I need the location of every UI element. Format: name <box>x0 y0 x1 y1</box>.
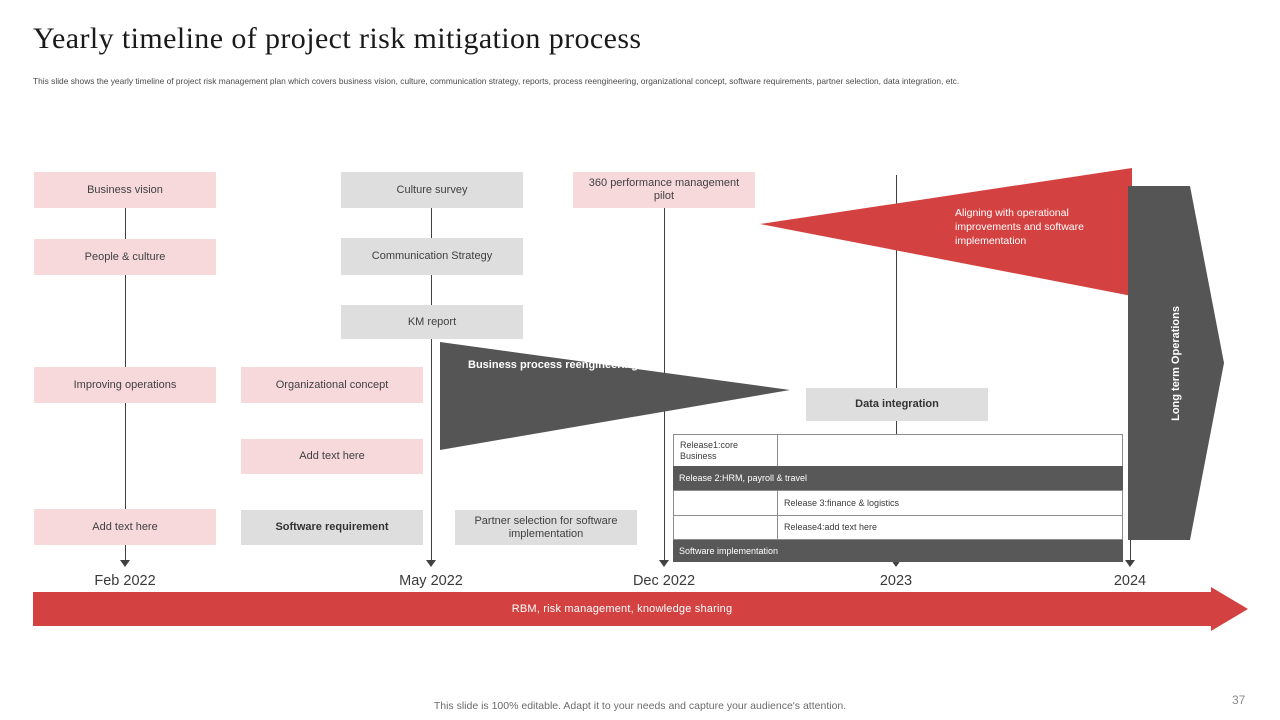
table-row[interactable]: Release 3:finance & logistics <box>673 490 1123 515</box>
tick-arrow-2023 <box>891 560 901 567</box>
tick-arrow-feb <box>120 560 130 567</box>
milestone-label: Communication Strategy <box>371 250 493 262</box>
table-row[interactable]: Release4:add text here <box>673 515 1123 540</box>
milestone-partner-selection[interactable]: Partner selection for software implement… <box>455 510 637 545</box>
page-number: 37 <box>1232 693 1246 707</box>
connector-line-2023 <box>896 175 897 560</box>
milestone-add-text-here-may[interactable]: Add text here <box>241 439 423 474</box>
milestone-software-requirement[interactable]: Software requirement <box>241 510 423 545</box>
milestone-business-vision[interactable]: Business vision <box>34 172 216 208</box>
footer-note: This slide is 100% editable. Adapt it to… <box>433 700 847 712</box>
table-cell-release-detail <box>778 435 1122 466</box>
connector-line-may <box>431 205 432 560</box>
table-cell-release-name: Software implementation <box>679 545 779 556</box>
table-cell-release-name <box>674 516 778 539</box>
table-cell-release-name: Release 2:HRM, payroll & travel <box>679 472 808 483</box>
milestone-label: 360 performance management pilot <box>588 177 740 202</box>
milestone-improving-operations[interactable]: Improving operations <box>34 367 216 403</box>
long-term-operations-shape[interactable]: Long term Operations <box>1128 186 1224 540</box>
timeline-arrow-body <box>33 592 1211 626</box>
axis-label-feb-2022: Feb 2022 <box>94 573 156 589</box>
milestone-label: Add text here <box>299 450 365 462</box>
aligning-operational-improvements-arrow[interactable]: Aligning with operational improvements a… <box>760 168 1132 296</box>
milestone-label: KM report <box>407 315 457 328</box>
timeline-arrow-bar[interactable]: RBM, risk management, knowledge sharing <box>33 587 1248 631</box>
milestone-label: Culture survey <box>396 183 468 196</box>
milestone-label: Partner selection for software implement… <box>474 514 618 540</box>
table-cell-release-name: Release1:core Business <box>674 435 778 466</box>
aligning-operational-improvements-label: Aligning with operational improvements a… <box>955 207 1084 247</box>
tick-arrow-2024 <box>1125 560 1135 567</box>
table-cell-release-detail: Release 3:finance & logistics <box>784 497 900 508</box>
milestone-label: Business vision <box>87 183 163 196</box>
table-row[interactable]: Release 2:HRM, payroll & travel <box>673 466 1123 490</box>
milestone-label: Software requirement <box>275 521 389 533</box>
business-process-reengineering-label: Business process reengineering <box>468 359 638 371</box>
table-cell-release-detail: Release4:add text here <box>784 522 878 532</box>
axis-label-2023: 2023 <box>879 573 913 589</box>
page-subtitle: This slide shows the yearly timeline of … <box>33 76 960 86</box>
milestone-add-text-here-feb[interactable]: Add text here <box>34 509 216 545</box>
tick-arrow-may <box>426 560 436 567</box>
long-term-operations-label-wrap: Long term Operations <box>1128 186 1224 540</box>
table-row[interactable]: Software implementation <box>673 540 1123 562</box>
milestone-communication-strategy[interactable]: Communication Strategy <box>341 238 523 275</box>
milestone-people-culture[interactable]: People & culture <box>34 239 216 275</box>
milestone-360-performance[interactable]: 360 performance management pilot <box>573 172 755 208</box>
release-table: Release1:core Business Release 2:HRM, pa… <box>673 434 1123 562</box>
milestone-label: Add text here <box>92 520 158 533</box>
milestone-data-integration[interactable]: Data integration <box>806 388 988 421</box>
page-title: Yearly timeline of project risk mitigati… <box>33 22 642 55</box>
timeline-arrow-label: RBM, risk management, knowledge sharing <box>511 603 733 615</box>
axis-label-may-2022: May 2022 <box>399 573 463 589</box>
tick-arrow-dec <box>659 560 669 567</box>
milestone-label: Improving operations <box>73 378 177 391</box>
business-process-reengineering-arrow[interactable]: Business process reengineering <box>440 330 790 450</box>
milestone-culture-survey[interactable]: Culture survey <box>341 172 523 208</box>
timeline-arrow-head-icon <box>1211 587 1248 631</box>
milestone-km-report[interactable]: KM report <box>341 305 523 339</box>
long-term-operations-label: Long term Operations <box>1170 305 1182 421</box>
table-cell-release-name <box>674 491 778 515</box>
milestone-label: Organizational concept <box>275 378 389 391</box>
milestone-label: People & culture <box>84 250 166 263</box>
milestone-label: Data integration <box>855 398 939 410</box>
axis-label-2024: 2024 <box>1113 573 1147 589</box>
table-row[interactable]: Release1:core Business <box>673 434 1123 466</box>
milestone-organizational-concept[interactable]: Organizational concept <box>241 367 423 403</box>
axis-label-dec-2022: Dec 2022 <box>632 573 696 589</box>
